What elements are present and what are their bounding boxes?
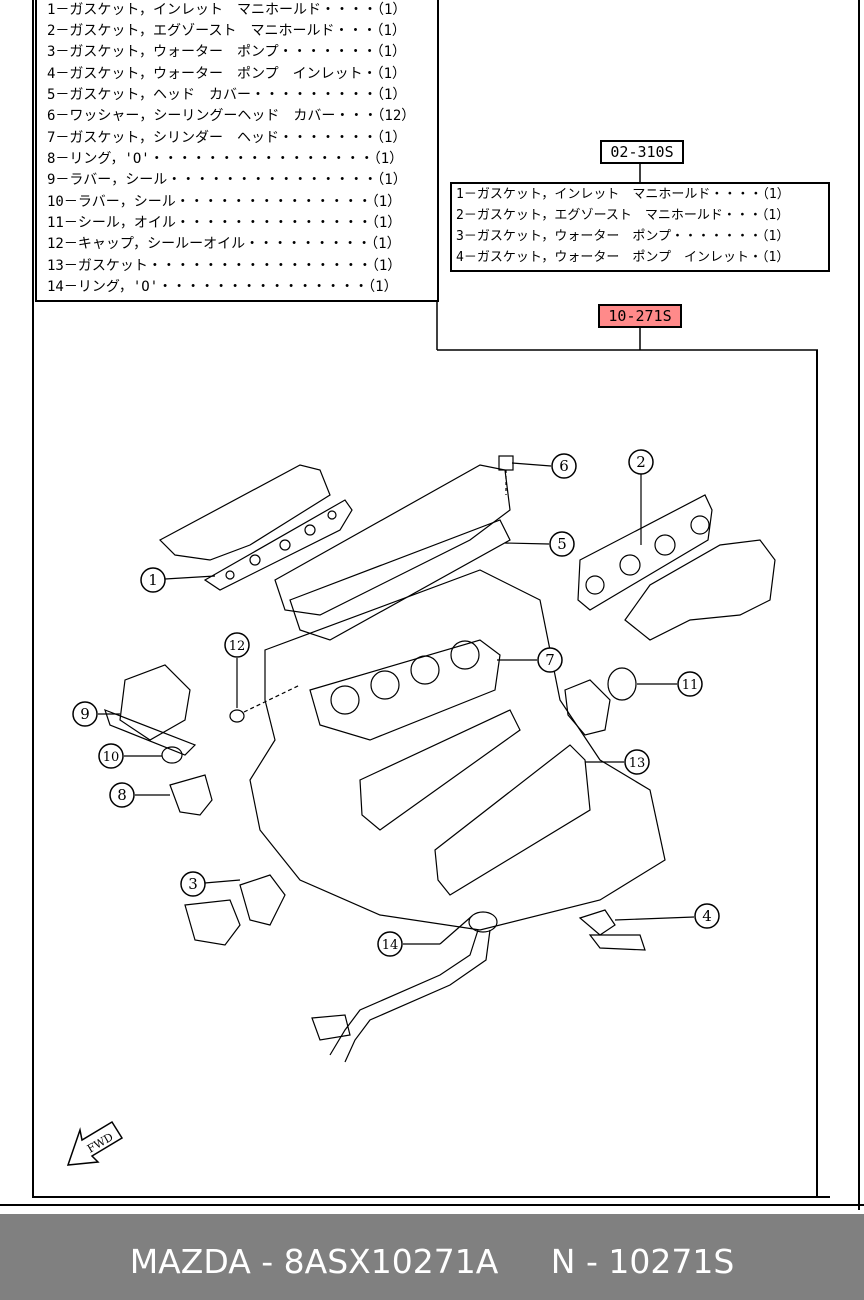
parts-list-item: 5－ガスケット，ヘッド カバー・・・・・・・・・（1）: [47, 87, 407, 103]
parts-list-item: 10－ラバー，シール・・・・・・・・・・・・・・（1）: [47, 194, 402, 210]
callout-7: 7: [545, 651, 555, 669]
callout-1: 1: [148, 571, 158, 589]
callout-9: 9: [80, 705, 90, 723]
callout-circle: [537, 647, 563, 673]
callout-circle: [140, 567, 166, 593]
parts-list-item: 11－シール，オイル・・・・・・・・・・・・・・（1）: [47, 215, 402, 231]
parts-list-item: 14－リング，'O'・・・・・・・・・・・・・・・（1）: [47, 279, 398, 295]
callout-circle: [628, 449, 654, 475]
callout-circle: [109, 782, 135, 808]
parts-list-item: 13－ガスケット・・・・・・・・・・・・・・・・（1）: [47, 258, 402, 274]
callout-4: 4: [702, 907, 712, 925]
parts-list-item: 7－ガスケット，シリンダー ヘッド・・・・・・・（1）: [47, 130, 407, 146]
fwd-arrow-icon: FWD: [66, 1120, 124, 1166]
subkit-list-item: 3－ガスケット，ウォーター ポンプ・・・・・・・（1）: [456, 229, 790, 244]
callout-13: 13: [629, 756, 646, 771]
parts-list-item: 12－キャップ，シールーオイル・・・・・・・・・（1）: [47, 236, 401, 252]
parts-list-item: 6－ワッシャー，シーリングーヘッド カバー・・・（12）: [47, 108, 416, 124]
parts-list-item: 8－リング，'O'・・・・・・・・・・・・・・・・（1）: [47, 151, 404, 167]
callout-circle: [677, 671, 703, 697]
callout-circle: [624, 749, 650, 775]
callout-8: 8: [117, 786, 127, 804]
subkit-list-item: 4－ガスケット，ウォーター ポンプ インレット・（1）: [456, 250, 790, 265]
callout-5: 5: [557, 535, 567, 553]
callout-circle: [377, 931, 403, 957]
frame-border: [32, 0, 34, 1197]
frame-border: [816, 350, 818, 1198]
callout-circle: [694, 903, 720, 929]
callout-10: 10: [103, 750, 120, 765]
footer-part-number: MAZDA - 8ASX10271A N - 10271S: [129, 1242, 735, 1281]
callout-circles: [72, 449, 720, 957]
callout-circle: [98, 743, 124, 769]
callout-14: 14: [382, 938, 399, 953]
subkit-list-item: 2－ガスケット，エグゾースト マニホールド・・・（1）: [456, 208, 790, 223]
parts-list: 1－ガスケット，インレット マニホールド・・・・（1） 2－ガスケット，エグゾー…: [35, 0, 439, 302]
callout-11: 11: [682, 678, 699, 693]
parts-list-item: 2－ガスケット，エグゾースト マニホールド・・・（1）: [47, 23, 406, 39]
callout-2: 2: [636, 453, 646, 471]
callout-6: 6: [559, 457, 569, 475]
kit-code-label: 10-271S: [598, 304, 682, 328]
parts-list-item: 1－ガスケット，インレット マニホールド・・・・（1）: [47, 2, 407, 18]
callout-12: 12: [229, 639, 246, 654]
subkit-code-label: 02-310S: [600, 140, 684, 164]
callout-circle: [180, 871, 206, 897]
callout-circle: [551, 453, 577, 479]
callout-leaders: [98, 462, 695, 945]
parts-list-item: 3－ガスケット，ウォーター ポンプ・・・・・・・（1）: [47, 44, 407, 60]
exploded-view-diagram: 1 2 3 4 5 6 7 8 9 10 11 12 13 14 FWD: [66, 0, 818, 1166]
subkit-parts-list: 1－ガスケット，インレット マニホールド・・・・（1） 2－ガスケット，エグゾー…: [450, 182, 830, 272]
parts-list-item: 9－ラバー，シール・・・・・・・・・・・・・・・（1）: [47, 172, 407, 188]
frame-border: [32, 1196, 830, 1198]
frame-border: [858, 0, 860, 1210]
callout-circle: [224, 632, 250, 658]
parts-list-item: 4－ガスケット，ウォーター ポンプ インレット・（1）: [47, 66, 407, 82]
callout-3: 3: [188, 875, 198, 893]
footer-bar: [0, 1214, 864, 1300]
frame-border: [0, 1204, 864, 1206]
subkit-list-item: 1－ガスケット，インレット マニホールド・・・・（1）: [456, 187, 790, 202]
engine-parts-outline: [104, 455, 776, 1063]
callout-circle: [549, 531, 575, 557]
callout-circle: [72, 701, 98, 727]
